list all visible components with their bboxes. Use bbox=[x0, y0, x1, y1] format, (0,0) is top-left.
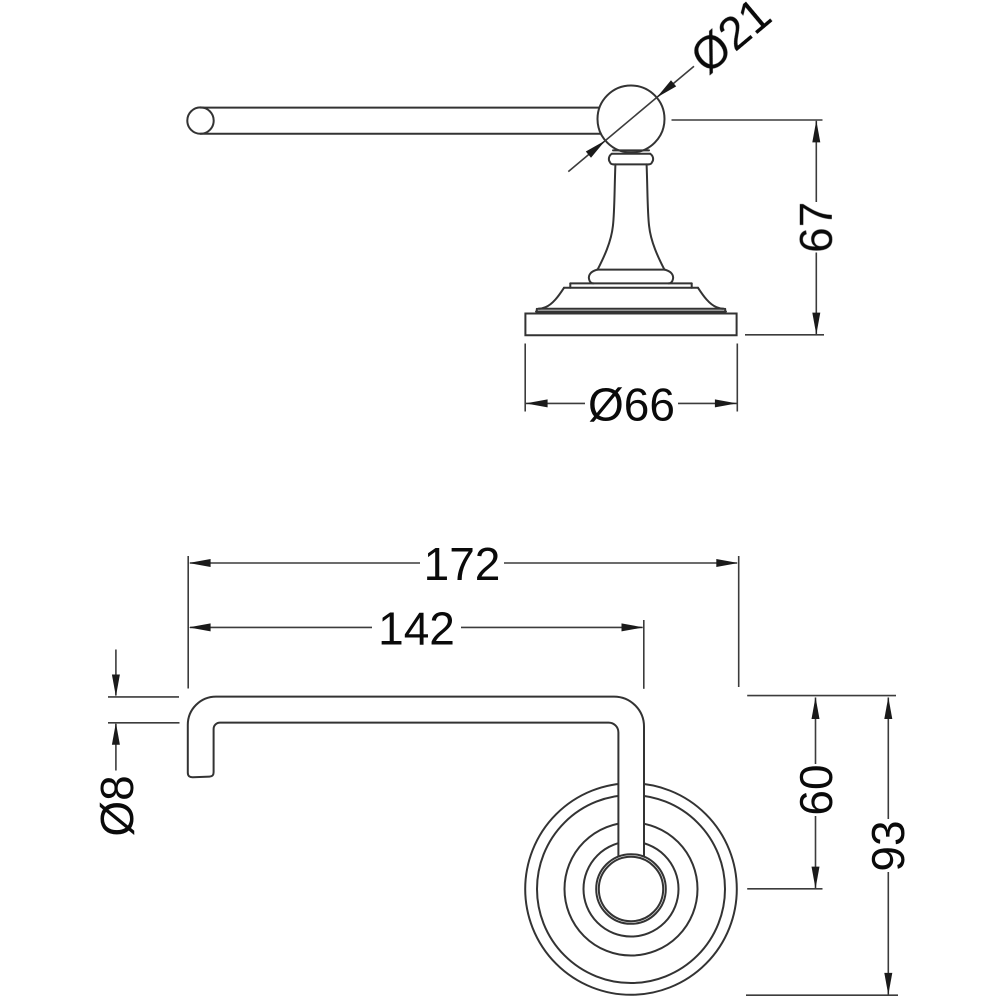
svg-text:93: 93 bbox=[862, 820, 914, 871]
svg-text:142: 142 bbox=[378, 603, 455, 655]
svg-text:Ø8: Ø8 bbox=[91, 775, 143, 836]
svg-text:Ø66: Ø66 bbox=[588, 379, 675, 431]
svg-text:60: 60 bbox=[790, 764, 842, 815]
svg-text:172: 172 bbox=[424, 538, 501, 590]
svg-text:67: 67 bbox=[790, 202, 842, 253]
